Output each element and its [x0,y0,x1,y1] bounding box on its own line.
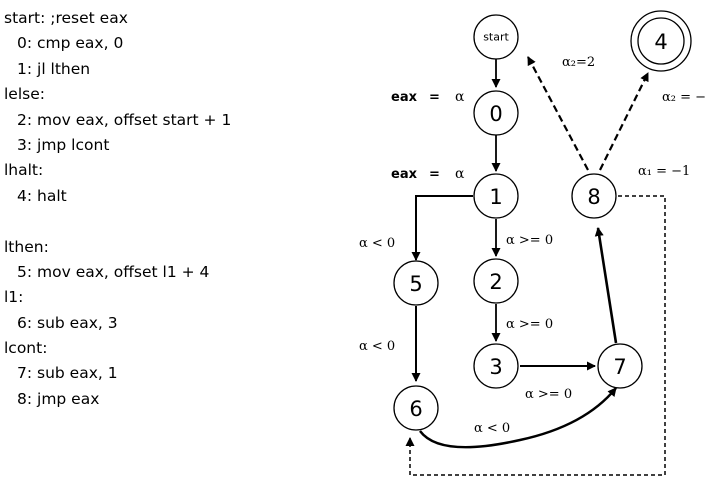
code-line: lelse: [4,85,45,104]
node-8: 8 [571,173,617,219]
code-line: start: ;reset eax [4,9,128,27]
edge-8-to-6 [405,195,666,476]
code-line: 4: halt [17,186,67,205]
code-line: 2: mov eax, offset start + 1 [17,110,232,129]
state-1-register: eax [391,167,418,182]
state-label-eax-1: eax = α [391,166,465,182]
code-line: 0: cmp eax, 0 [17,34,124,53]
state-1-equals: = [429,167,440,182]
edge-label-8-to-4: α₂ = − [662,90,706,105]
node-2-label: 2 [489,270,502,294]
node-start: start [473,14,519,60]
code-line: lhalt: [4,161,44,180]
code-line: 1: jl lthen [17,59,91,78]
node-8-label: 8 [587,185,600,209]
node-3: 3 [473,343,519,389]
edge-label-5-to-6: α < 0 [359,339,395,354]
edge-label-8-to-start: α₂=2 [562,55,595,70]
code-line: 5: mov eax, offset l1 + 4 [17,262,210,281]
code-line: lthen: [4,237,49,256]
state-0-register: eax [391,90,418,105]
state-label-eax-0: eax = α [391,89,465,105]
code-line: 7: sub eax, 1 [17,364,118,383]
state-1-value: α [455,166,465,182]
node-1: 1 [473,173,519,219]
code-line: 8: jmp eax [17,389,100,408]
node-4-final: 4 [630,10,692,72]
node-7: 7 [597,343,643,389]
assembly-code-listing: start: ;reset eax 0: cmp eax, 0 1: jl lthe… [4,6,231,412]
node-5: 5 [393,260,439,306]
edge-label-8-to-6: α₁ = −1 [638,164,690,179]
node-3-label: 3 [489,355,502,379]
state-0-equals: = [429,90,440,105]
node-start-label: start [483,31,509,44]
edge-8-to-start [527,56,589,171]
node-6-label: 6 [409,397,422,421]
node-4-label: 4 [654,30,667,54]
state-0-value: α [455,89,465,105]
node-6: 6 [393,385,439,431]
code-line: 6: sub eax, 3 [17,313,118,332]
edge-1-to-5 [411,195,473,261]
node-0-label: 0 [489,102,502,126]
edge-label-2-to-3: α >= 0 [506,317,553,332]
edge-label-6-to-7: α < 0 [474,421,510,436]
code-line: lcont: [4,339,48,358]
node-1-label: 1 [489,185,502,209]
code-line: 3: jmp lcont [17,135,110,154]
edge-label-1-to-2: α >= 0 [506,233,553,248]
node-5-label: 5 [409,272,422,296]
edge-label-3-to-7: α >= 0 [525,387,572,402]
node-2: 2 [473,258,519,304]
edge-7-to-8 [594,227,618,344]
edge-6-to-7 [418,387,617,449]
edge-label-1-to-5: α < 0 [359,236,395,251]
code-line: l1: [4,288,24,307]
node-7-label: 7 [613,355,626,379]
node-0: 0 [473,90,519,136]
edge-8-to-4 [599,72,649,171]
